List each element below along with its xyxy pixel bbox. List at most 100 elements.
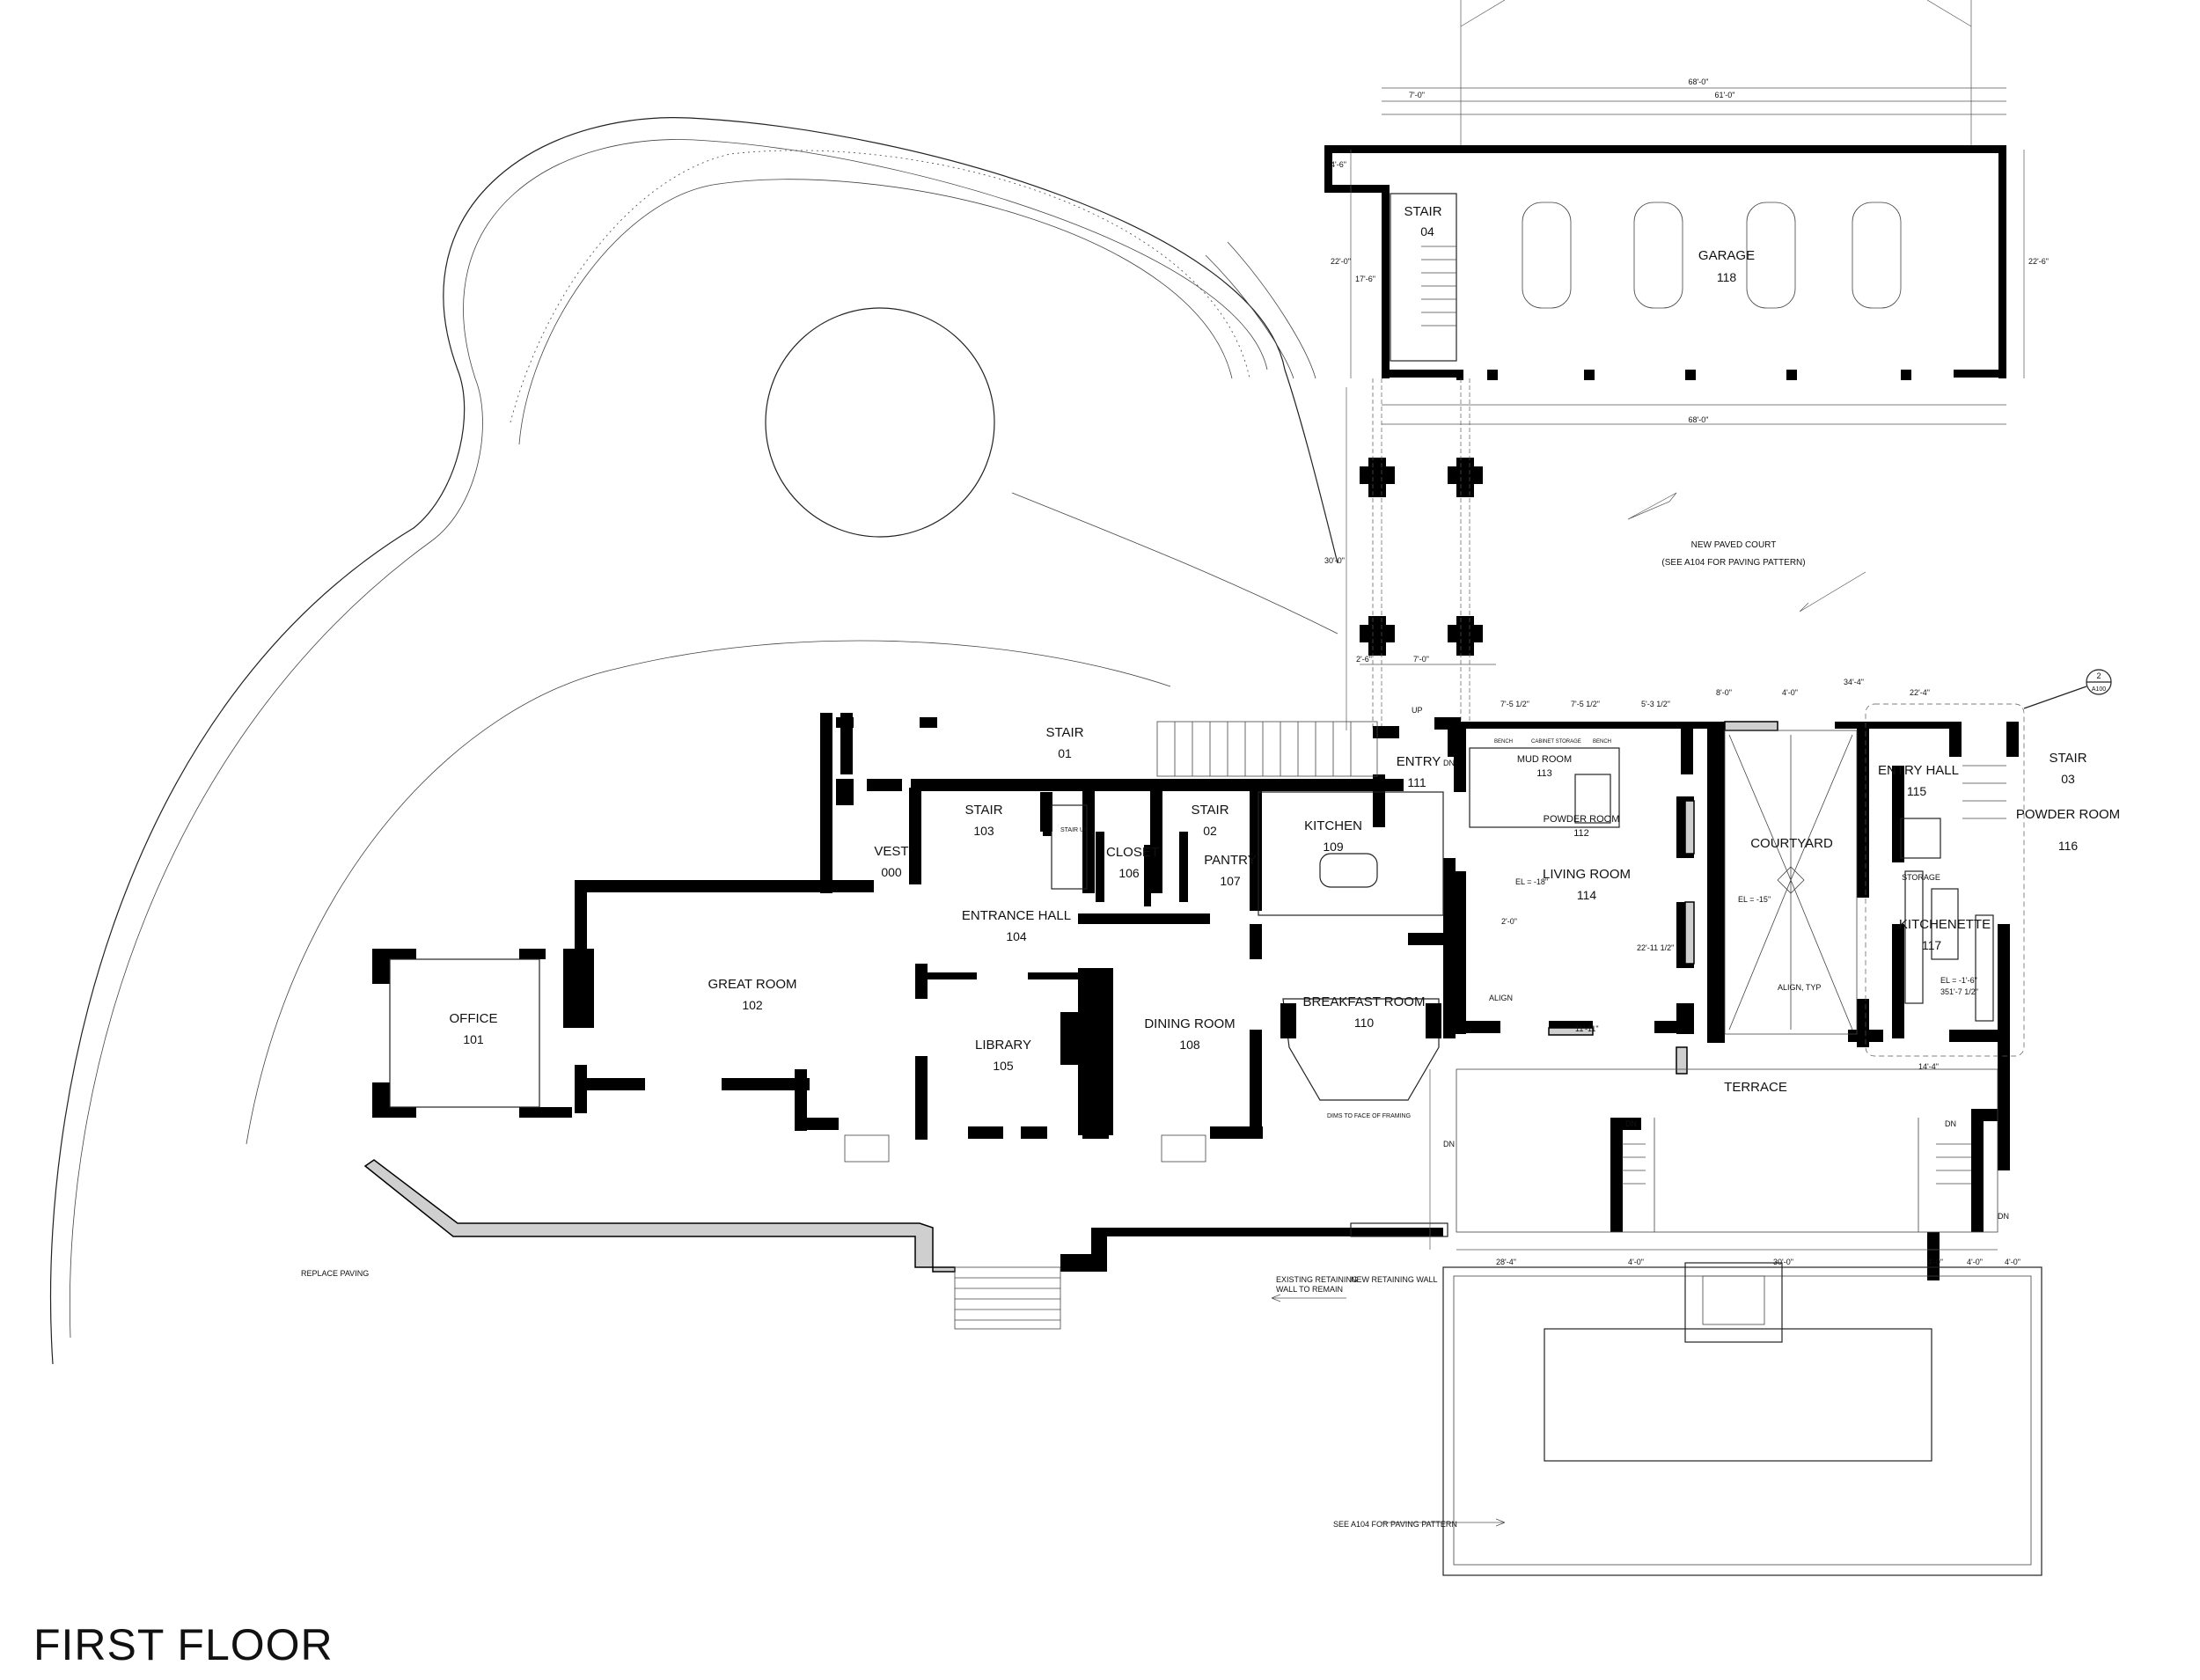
dim-terrace-4: 4'-0"	[1927, 1258, 1943, 1266]
plan-notes: NEW PAVED COURT (SEE A104 FOR PAVING PAT…	[301, 540, 2106, 1529]
dim-garage-top-2: 7'-0"	[1409, 91, 1425, 99]
drawing-title: FIRST FLOOR	[33, 1620, 334, 1669]
room-number-stair-03: 03	[2061, 772, 2075, 786]
section-number: 2	[2096, 671, 2101, 680]
note-el-court: EL = -15"	[1738, 895, 1771, 904]
dim-garage-right: 22'-6"	[2028, 257, 2049, 266]
room-name-library: LIBRARY	[975, 1038, 1031, 1053]
room-name-stair-103: STAIR	[964, 803, 1002, 818]
dim-living-v: 22'-11 1/2"	[1637, 943, 1674, 952]
dim-east-top-5: 4'-0"	[1782, 688, 1798, 697]
room-number-office: 101	[463, 1032, 484, 1046]
terrace-site	[363, 1068, 2042, 1576]
room-name-powder-room-112: POWDER ROOM	[1544, 814, 1620, 825]
room-name-entrance-hall: ENTRANCE HALL	[962, 908, 1071, 923]
room-number-dining-room: 108	[1179, 1038, 1200, 1052]
note-stair-up: STAIR UP	[1060, 827, 1089, 833]
note-align-typ: ALIGN, TYP	[1778, 983, 1821, 992]
garage-block	[1324, 0, 2025, 425]
note-new-wall: NEW RETAINING WALL	[1351, 1275, 1438, 1284]
note-el-living: EL = -18"	[1515, 877, 1548, 886]
note-align: ALIGN	[1489, 994, 1513, 1002]
area-label-courtyard: COURTYARD	[1750, 836, 1833, 851]
room-name-closet: CLOSET	[1106, 845, 1159, 860]
room-name-kitchenette: KITCHENETTE	[1899, 917, 1991, 932]
room-name-pantry: PANTRY	[1204, 853, 1256, 868]
dim-garage-left-3: 17'-6"	[1355, 275, 1375, 283]
room-number-stair-02: 02	[1203, 824, 1217, 838]
dim-garage-bottom: 68'-0"	[1689, 415, 1709, 424]
room-number-great-room: 102	[742, 998, 763, 1012]
room-name-stair-04: STAIR	[1404, 204, 1441, 219]
room-number-stair-01: 01	[1058, 746, 1072, 760]
note-dn-south: DN	[1998, 1212, 2009, 1221]
dim-kitchen-note: 2'-0"	[1501, 917, 1517, 926]
room-number-living-room: 114	[1577, 888, 1597, 902]
room-name-breakfast-room: BREAKFAST ROOM	[1303, 994, 1426, 1009]
room-number-kitchenette: 117	[1922, 938, 1942, 952]
note-existing-wall-2: WALL TO REMAIN	[1276, 1285, 1343, 1294]
room-name-kitchen: KITCHEN	[1304, 818, 1362, 833]
room-name-office: OFFICE	[450, 1011, 498, 1026]
area-label-storage: STORAGE	[1902, 873, 1940, 882]
dim-east-top-3: 5'-3 1/2"	[1641, 700, 1670, 708]
dim-living-h: 11'-11"	[1575, 1024, 1599, 1033]
note-bench-1: BENCH	[1494, 739, 1513, 745]
room-number-kitchen: 109	[1323, 840, 1344, 854]
drive-circle	[765, 307, 995, 538]
dim-garage-left-2: 22'-0"	[1331, 257, 1351, 266]
room-name-mud-room: MUD ROOM	[1517, 754, 1572, 765]
colonnade	[1346, 378, 1866, 730]
note-bench-2: BENCH	[1593, 739, 1611, 745]
room-name-entry: ENTRY	[1397, 754, 1441, 769]
dim-east-right: 14'-4"	[1918, 1062, 1939, 1071]
site-drive	[49, 117, 1338, 1365]
note-dims-face: DIMS TO FACE OF FRAMING	[1327, 1113, 1411, 1119]
room-number-mud-room: 113	[1536, 768, 1552, 779]
room-number-pantry: 107	[1220, 874, 1241, 888]
room-name-living-room: LIVING ROOM	[1543, 867, 1631, 882]
note-paved-court-2: (SEE A104 FOR PAVING PATTERN)	[1661, 558, 1805, 568]
dim-east-top-7: 22'-4"	[1910, 688, 1930, 697]
dim-terrace-2: 4'-0"	[1628, 1258, 1644, 1266]
dim-court-h-2: 2'-6"	[1356, 655, 1372, 664]
section-sheet: A100	[2092, 686, 2106, 693]
note-dn-entry: DN	[1443, 759, 1455, 767]
room-name-great-room: GREAT ROOM	[708, 977, 796, 992]
room-number-powder-room-112: 112	[1573, 828, 1589, 839]
room-number-powder-room-116: 116	[2058, 839, 2079, 853]
house-walls	[372, 713, 1461, 1140]
room-number-breakfast-room: 110	[1354, 1016, 1375, 1030]
east-wing	[1454, 669, 2112, 1280]
room-name-garage: GARAGE	[1698, 248, 1755, 263]
room-labels: OFFICE 101 GREAT ROOM 102 STAIR 103 ENTR…	[450, 204, 2121, 1095]
room-number-entry-hall: 115	[1907, 784, 1927, 798]
dim-terrace-5: 4'-0"	[1967, 1258, 1983, 1266]
note-replace-paving: REPLACE PAVING	[301, 1269, 369, 1278]
room-number-garage: 118	[1717, 270, 1737, 284]
room-number-closet: 106	[1118, 866, 1140, 880]
note-paved-court-1: NEW PAVED COURT	[1691, 540, 1777, 550]
dim-east-top-2: 7'-5 1/2"	[1571, 700, 1600, 708]
room-number-stair-103: 103	[973, 824, 994, 838]
car-icon	[1522, 202, 1902, 309]
room-name-stair-02: STAIR	[1191, 803, 1228, 818]
dim-terrace-6: 4'-0"	[2005, 1258, 2020, 1266]
dim-terrace-1: 28'-4"	[1496, 1258, 1516, 1266]
room-name-stair-01: STAIR	[1045, 725, 1083, 740]
dim-court-v: 30'-0"	[1324, 556, 1345, 565]
note-up: UP	[1412, 706, 1423, 715]
note-dn-terrace: DN	[1443, 1140, 1455, 1148]
note-dn-east: DN	[1945, 1119, 1956, 1128]
dim-court-h-1: 7'-0"	[1413, 655, 1429, 664]
room-number-library: 105	[993, 1059, 1014, 1073]
dim-east-top-6: 34'-4"	[1844, 678, 1864, 686]
room-number-entrance-hall: 104	[1006, 929, 1027, 943]
dim-garage-top-3: 61'-0"	[1715, 91, 1735, 99]
dim-terrace-3: 30'-0"	[1773, 1258, 1793, 1266]
dimension-labels: 68'-0" 7'-0" 61'-0" 68'-0" 22'-6" 4'-6" …	[1324, 77, 2049, 1266]
note-el-kitchenette: EL = -1'-6"	[1940, 976, 1977, 985]
area-label-terrace: TERRACE	[1724, 1080, 1787, 1095]
note-see-a104: SEE A104 FOR PAVING PATTERN	[1333, 1520, 1457, 1529]
